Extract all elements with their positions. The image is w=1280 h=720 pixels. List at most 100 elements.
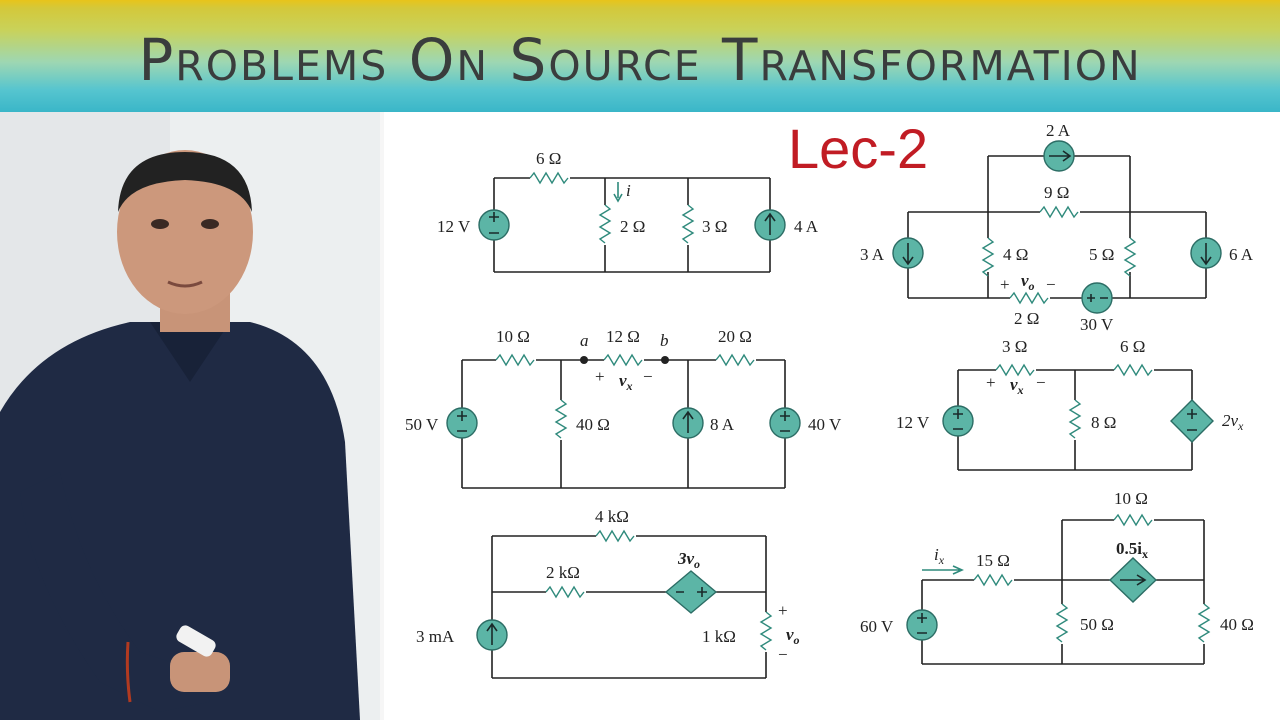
resistor-1k [760, 611, 772, 651]
label-1k: 1 kΩ [702, 627, 736, 646]
label-vx-plus-b: + [986, 373, 996, 392]
divider [380, 112, 384, 720]
label-vo-minus-b: − [778, 645, 788, 664]
current-source-8a [672, 407, 704, 439]
current-source-6a [1190, 237, 1222, 269]
dependent-current-source-05ix [1108, 557, 1158, 603]
resistor-20ohm [715, 354, 755, 366]
resistor-40ohm-b [1198, 603, 1210, 643]
resistor-3ohm-b [995, 364, 1035, 376]
label-9ohm: 9 Ω [1044, 183, 1069, 202]
presenter-video [0, 112, 380, 720]
label-8a: 8 A [710, 415, 735, 434]
voltage-source-50v [446, 407, 478, 439]
presenter-figure [0, 112, 380, 720]
label-ix: ix [934, 545, 945, 567]
label-3a: 3 A [860, 245, 885, 264]
label-3ohm-b: 3 Ω [1002, 337, 1027, 356]
resistor-9ohm [1039, 206, 1079, 218]
resistor-3ohm [682, 204, 694, 244]
dependent-voltage-source-2vx [1170, 399, 1214, 443]
label-50ohm: 50 Ω [1080, 615, 1114, 634]
label-2ohm: 2 Ω [620, 217, 645, 236]
label-vo-minus: − [1046, 275, 1056, 294]
label-2k: 2 kΩ [546, 563, 580, 582]
lecture-label: Lec-2 [788, 117, 929, 180]
current-source-3ma [476, 619, 508, 651]
label-vx-minus: − [643, 367, 653, 386]
resistor-4ohm [982, 237, 994, 277]
label-8ohm: 8 Ω [1091, 413, 1116, 432]
resistor-50ohm [1056, 603, 1068, 643]
voltage-source-60v [906, 609, 938, 641]
current-source-4a [754, 209, 786, 241]
label-3vo: 3vo [677, 549, 700, 571]
circuit-2: 2 A 9 Ω 3 A 4 Ω 5 Ω 6 A + vo − 2 Ω 30 V [860, 121, 1254, 334]
node-b [661, 356, 669, 364]
label-6a: 6 A [1229, 245, 1254, 264]
label-vx-b: vx [1010, 375, 1024, 397]
label-40v: 40 V [808, 415, 842, 434]
current-source-3a [892, 237, 924, 269]
label-2a: 2 A [1046, 121, 1071, 140]
resistor-4k [595, 530, 635, 542]
circuit-1: 6 Ω 12 V i 2 Ω 3 Ω 4 A [437, 149, 819, 273]
label-60v: 60 V [860, 617, 894, 636]
label-30v: 30 V [1080, 315, 1114, 334]
label-15ohm: 15 Ω [976, 551, 1010, 570]
resistor-15ohm [973, 574, 1013, 586]
resistor-2k [545, 586, 585, 598]
label-2ohm-b: 2 Ω [1014, 309, 1039, 328]
voltage-source-12v [478, 209, 510, 241]
label-50v: 50 V [405, 415, 439, 434]
label-6ohm: 6 Ω [536, 149, 561, 168]
page-title: Problems On Source Transformation [138, 26, 1142, 94]
resistor-40ohm [555, 399, 567, 439]
label-4k: 4 kΩ [595, 507, 629, 526]
label-vo-b: vo [786, 625, 800, 647]
label-3ohm: 3 Ω [702, 217, 727, 236]
label-5ohm: 5 Ω [1089, 245, 1114, 264]
voltage-source-30v [1081, 282, 1113, 314]
label-6ohm-b: 6 Ω [1120, 337, 1145, 356]
label-10ohm: 10 Ω [496, 327, 530, 346]
resistor-6ohm [529, 172, 569, 184]
label-2vx: 2vx [1222, 411, 1244, 433]
label-vx-minus-b: − [1036, 373, 1046, 392]
resistor-2ohm [599, 204, 611, 244]
label-40ohm-b: 40 Ω [1220, 615, 1254, 634]
label-4ohm: 4 Ω [1003, 245, 1028, 264]
resistor-10ohm [495, 354, 535, 366]
circuit-3: 10 Ω a 12 Ω b 20 Ω + vx − 50 V 40 Ω 8 A … [405, 327, 842, 489]
label-i: i [626, 181, 631, 200]
current-source-2a [1043, 140, 1075, 172]
label-20ohm: 20 Ω [718, 327, 752, 346]
resistor-10ohm-b [1113, 514, 1153, 526]
circuit-diagrams: 6 Ω 12 V i 2 Ω 3 Ω 4 A 2 A 9 Ω 3 [405, 121, 1254, 679]
voltage-source-40v [769, 407, 801, 439]
label-vo-plus-b: + [778, 601, 788, 620]
label-12v-b: 12 V [896, 413, 930, 432]
label-vo: vo [1021, 271, 1035, 293]
dependent-voltage-source-3vo [664, 570, 718, 614]
label-vx-plus: + [595, 367, 605, 386]
resistor-2ohm-b [1009, 292, 1049, 304]
label-3ma: 3 mA [416, 627, 455, 646]
resistor-5ohm [1124, 237, 1136, 277]
label-vx: vx [619, 371, 633, 393]
circuit-5: 4 kΩ 2 kΩ 3vo 3 mA 1 kΩ + vo − [416, 507, 800, 679]
resistor-8ohm [1069, 399, 1081, 439]
label-12v: 12 V [437, 217, 471, 236]
ix-arrow-icon [922, 565, 964, 575]
label-vo-plus: + [1000, 275, 1010, 294]
label-10ohm-b: 10 Ω [1114, 489, 1148, 508]
resistor-6ohm-b [1113, 364, 1153, 376]
label-4a: 4 A [794, 217, 819, 236]
label-a: a [580, 331, 589, 350]
label-12ohm: 12 Ω [606, 327, 640, 346]
title-banner: Problems On Source Transformation [0, 0, 1280, 112]
label-b: b [660, 331, 669, 350]
circuit-4: 3 Ω 6 Ω + vx − 12 V 8 Ω 2vx [896, 337, 1244, 471]
current-arrow-icon [613, 182, 623, 203]
label-40ohm: 40 Ω [576, 415, 610, 434]
